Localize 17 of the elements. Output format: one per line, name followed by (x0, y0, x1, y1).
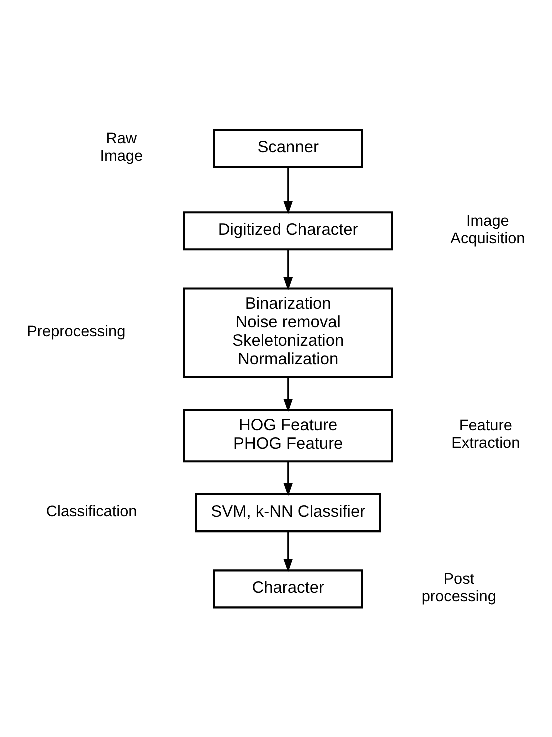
label: Post processing (422, 570, 496, 606)
node-box: SVM, k-NN Classifier (195, 493, 382, 532)
label: Preprocessing (27, 323, 126, 340)
node-box: Digitized Character (183, 211, 394, 250)
arrow (284, 531, 294, 572)
arrow (284, 461, 294, 496)
node-box: Binarization Noise removal Skeletonization Normalization (183, 287, 394, 378)
node-box: Scanner (213, 128, 364, 168)
label: Image Acquisition (450, 212, 526, 247)
label: Raw Image (100, 130, 144, 165)
label: Feature Extraction (452, 417, 520, 452)
arrow (284, 167, 294, 214)
node-box: HOG Feature PHOG Feature (183, 408, 394, 462)
node-box: Character (213, 569, 364, 608)
arrow (284, 376, 294, 412)
arrow (284, 250, 294, 290)
label: Classification (46, 503, 138, 520)
